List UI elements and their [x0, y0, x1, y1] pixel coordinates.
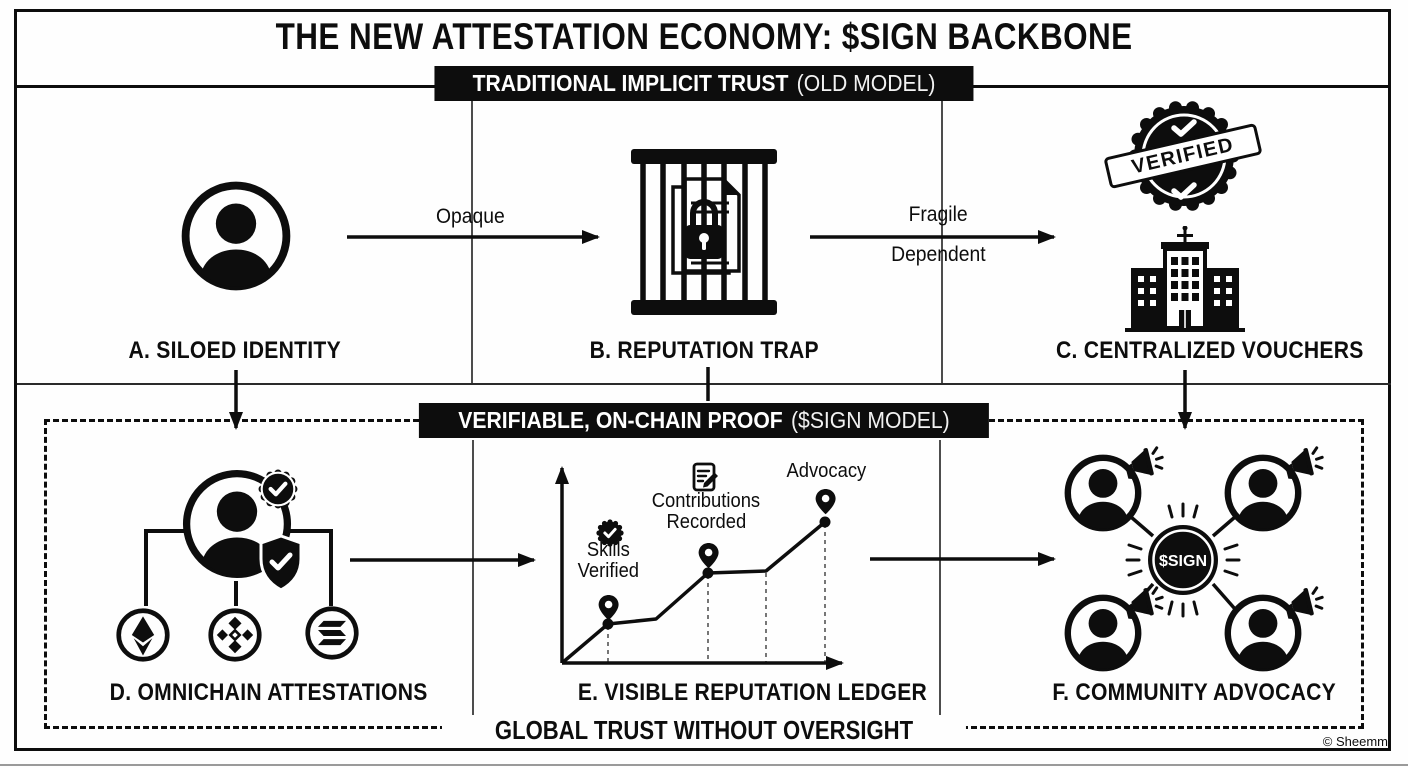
bottom-edge-line [0, 764, 1408, 766]
page-title-text: THE NEW ATTESTATION ECONOMY: $SIGN BACKB… [275, 16, 1133, 57]
arrow-label-fragile: Fragile [908, 203, 968, 226]
milestone-label: Verified [577, 560, 639, 582]
tree-line-solana [288, 529, 333, 606]
old-model-banner: TRADITIONAL IMPLICIT TRUST (OLD MODEL) [434, 66, 974, 101]
global-trust-footer: GLOBAL TRUST WITHOUT OVERSIGHT [441, 715, 967, 746]
node-label-community-advocacy: F. COMMUNITY ADVOCACY [1052, 679, 1336, 706]
institution-building-icon [1125, 226, 1245, 332]
credit-text: © Sheemm [1322, 734, 1388, 749]
page-title: THE NEW ATTESTATION ECONOMY: $SIGN BACKB… [0, 16, 1408, 58]
sign-token-icon: $SIGN [1148, 525, 1218, 595]
check-seal-icon [596, 519, 624, 547]
outer-frame [14, 9, 1391, 751]
person-circle-icon [181, 181, 291, 291]
reputation-line [560, 520, 827, 665]
megaphone-icon [1285, 586, 1324, 620]
caged-documents-lock-icon [631, 149, 777, 315]
verified-stamp-icon: VERIFIED [1103, 99, 1263, 213]
reputation-ledger-chart [555, 466, 844, 670]
sign-token-label: $SIGN [1159, 553, 1207, 570]
new-model-banner-title: VERIFIABLE, ON-CHAIN PROOF [458, 407, 783, 433]
new-model-banner: VERIFIABLE, ON-CHAIN PROOF ($SIGN MODEL) [418, 403, 990, 438]
column-divider [939, 440, 941, 726]
binance-icon [208, 608, 262, 662]
milestone-label: Skills [586, 539, 630, 561]
old-model-banner-subtitle: (OLD MODEL) [796, 70, 936, 96]
megaphone-icon [1125, 446, 1164, 480]
milestone-label: Contributions [651, 490, 761, 512]
sunburst-rays [1125, 502, 1241, 618]
arrow-label-dependent: Dependent [890, 243, 986, 266]
tree-line-ethereum [144, 529, 186, 606]
person-circle-icon [1064, 454, 1142, 532]
check-seal-icon [258, 469, 298, 509]
shield-check-icon [259, 534, 303, 592]
column-divider [472, 440, 474, 726]
milestone-label: Advocacy [786, 460, 866, 482]
node-label-reputation-trap: B. REPUTATION TRAP [589, 337, 819, 364]
chart-points [602, 516, 831, 630]
node-label-centralized-vouchers: C. CENTRALIZED VOUCHERS [1055, 337, 1364, 364]
document-edit-icon [692, 462, 718, 492]
old-model-banner-title: TRADITIONAL IMPLICIT TRUST [472, 70, 789, 96]
megaphone-icon [1285, 446, 1324, 480]
pin-icon [598, 595, 619, 621]
node-label-siloed-identity: A. SILOED IDENTITY [128, 337, 342, 364]
milestone-label: Recorded [666, 511, 746, 533]
node-label-visible-reputation-ledger: E. VISIBLE REPUTATION LEDGER [577, 679, 928, 706]
row-divider [17, 383, 1391, 385]
megaphone-icon [1125, 586, 1164, 620]
arrow-label-opaque: Opaque [435, 205, 505, 228]
pin-icon [815, 489, 836, 515]
solana-icon [305, 606, 359, 660]
ethereum-icon [116, 608, 170, 662]
new-model-banner-subtitle: ($SIGN MODEL) [791, 407, 950, 433]
chart-droplines [607, 524, 826, 663]
person-circle-icon [1064, 594, 1142, 672]
person-circle-icon [1224, 454, 1302, 532]
node-label-omnichain-attestations: D. OMNICHAIN ATTESTATIONS [109, 679, 428, 706]
pin-icon [698, 543, 719, 569]
person-circle-icon [1224, 594, 1302, 672]
